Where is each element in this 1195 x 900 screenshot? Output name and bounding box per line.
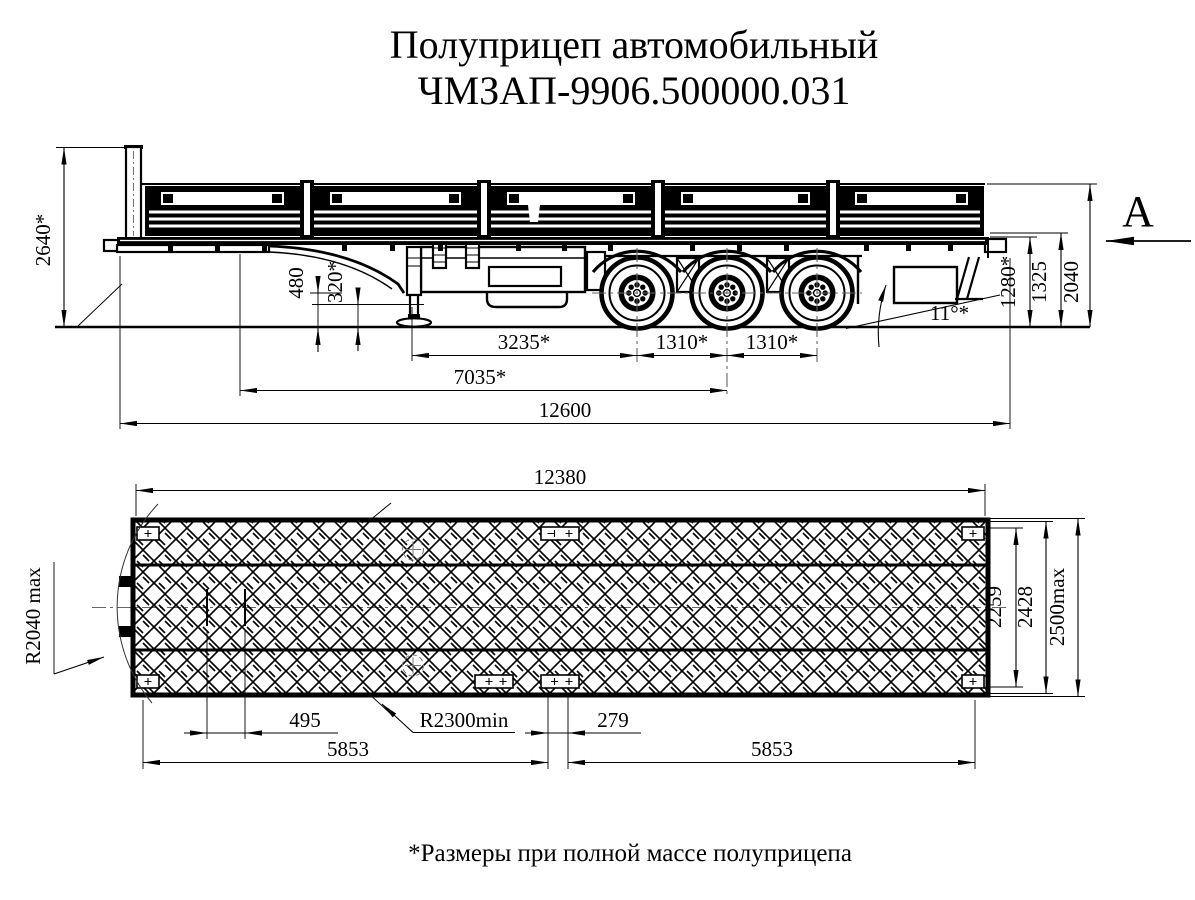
page-title: Полуприцеп автомобильный ЧМЗАП-9906.5000…	[390, 22, 879, 113]
dim-overall-length-label: 12600	[539, 398, 592, 422]
dim-clearance-radius-label: R2300min	[420, 708, 509, 732]
side-boards	[141, 180, 985, 238]
dim-board-top-height-label: 2040	[1059, 261, 1083, 303]
side-view-dimensions: 2640* 480 320* 3235* 1310* 1310* 7035*	[31, 147, 1097, 429]
dim-overall-height-label: 2640*	[31, 214, 55, 267]
tie-down-crosses	[144, 530, 977, 685]
dim-rear-height-laden-label: 1280*	[996, 256, 1020, 309]
departure-angle: 11°*	[845, 284, 1001, 348]
landing-gear	[395, 245, 433, 328]
gooseneck-frame	[102, 238, 406, 294]
landing-feet-marks	[402, 538, 424, 677]
rear-overhang	[856, 237, 1008, 305]
dim-inner-width-label: 2259	[982, 586, 1006, 628]
dim-axle-spacing-1-label: 1310*	[656, 330, 709, 354]
dim-overall-width-label: 2500max	[1045, 567, 1069, 646]
center-marker	[528, 205, 540, 222]
dim-leg-to-axle-label: 3235*	[498, 330, 551, 354]
dim-kingpin-spacing-label: 495	[289, 708, 321, 732]
dim-span-right-label: 5853	[751, 737, 793, 761]
top-view-dimensions: 12380 R2040 max 2259 2428 2500max 495	[21, 465, 1085, 769]
dim-departure-angle-label: 11°*	[930, 301, 969, 325]
dim-height-320-label: 320*	[323, 261, 347, 303]
platform-deck	[117, 237, 988, 251]
title-line-2: ЧМЗАП-9906.500000.031	[418, 68, 851, 113]
board-stakes	[300, 180, 840, 238]
dim-rear-height-label: 1325	[1027, 261, 1051, 303]
dim-height-480-label: 480	[284, 267, 308, 299]
dim-span-left-label: 5853	[327, 737, 369, 761]
axle-centerlines	[592, 248, 862, 396]
kingpin-marks	[206, 589, 246, 626]
dim-kingpin-to-bogie-label: 7035*	[454, 365, 507, 389]
dim-offset-label: 279	[597, 708, 629, 732]
equipment-box	[419, 239, 587, 309]
top-view-drawing: 12380 R2040 max 2259 2428 2500max 495	[21, 465, 1085, 769]
platform	[130, 517, 991, 698]
title-line-1: Полуприцеп автомобильный	[390, 22, 879, 67]
dim-front-swing-radius-label: R2040 max	[21, 567, 45, 665]
board-slots	[161, 192, 968, 205]
front-left-fitting	[119, 576, 131, 587]
side-view-drawing: 11°*	[31, 145, 1191, 429]
view-a-marker: A	[1106, 187, 1191, 246]
dim-axle-spacing-2-label: 1310*	[746, 330, 799, 354]
view-arrow-label: A	[1122, 187, 1154, 236]
front-swing-arc	[116, 503, 159, 704]
dim-platform-length-label: 12380	[534, 465, 587, 489]
front-wall	[124, 145, 143, 241]
front-left-fitting-2	[119, 626, 131, 637]
footnote: *Размеры при полной массе полуприцепа	[408, 840, 852, 867]
dim-outer-width-label: 2428	[1013, 586, 1037, 628]
